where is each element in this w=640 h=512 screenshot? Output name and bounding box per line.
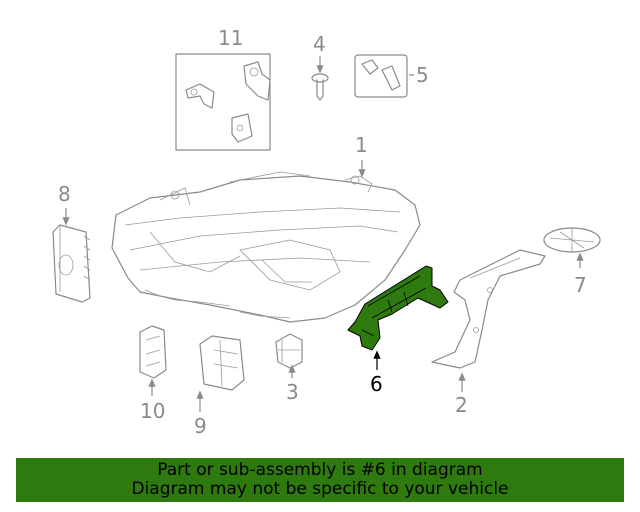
part-11-bracket-kit[interactable] [175, 53, 271, 151]
part-3-small-module[interactable] [275, 333, 303, 369]
callout-6: 6 [370, 372, 383, 396]
part-6-mounting-bracket[interactable] [347, 265, 449, 351]
part-7-cap[interactable] [543, 227, 601, 253]
callout-4: 4 [313, 32, 326, 56]
part-5-connector[interactable] [354, 54, 408, 98]
banner-line-2: Diagram may not be specific to your vehi… [131, 479, 509, 499]
callout-5: 5 [416, 63, 429, 87]
callout-3: 3 [286, 380, 299, 404]
callout-8: 8 [58, 182, 71, 206]
part-8-control-module[interactable] [52, 224, 91, 303]
part-10-module[interactable] [139, 325, 167, 379]
info-banner: Part or sub-assembly is #6 in diagram Di… [16, 458, 624, 502]
callout-9: 9 [194, 414, 207, 438]
callout-7: 7 [574, 273, 587, 297]
part-4-screw[interactable] [311, 73, 329, 101]
callout-11: 11 [218, 26, 243, 50]
callout-10: 10 [140, 399, 165, 423]
banner-line-1: Part or sub-assembly is #6 in diagram [157, 460, 483, 480]
part-1-headlamp-assembly[interactable] [111, 171, 421, 323]
part-2-bracket[interactable] [431, 249, 546, 369]
callout-2: 2 [455, 393, 468, 417]
part-9-ballast[interactable] [199, 335, 245, 391]
callout-1: 1 [355, 133, 368, 157]
parts-diagram: 11 4 5 1 8 [52, 26, 601, 438]
